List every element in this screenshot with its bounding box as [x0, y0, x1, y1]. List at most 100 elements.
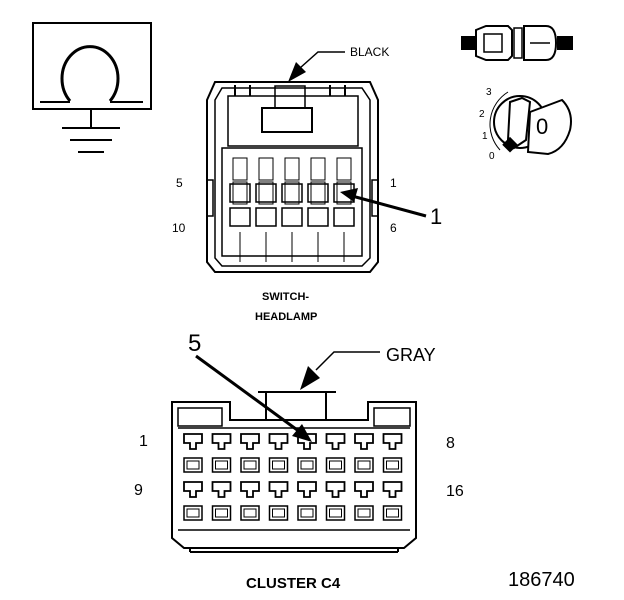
switch-pin-left-top: 5 — [176, 176, 183, 190]
ground-symbol-icon — [32, 22, 152, 153]
cluster-cavity-keyed — [211, 433, 232, 450]
cluster-cavity-inner — [243, 460, 257, 470]
cluster-cavity-keyed — [354, 433, 374, 450]
switch-cavity-latch — [284, 181, 300, 205]
cluster-pin-left-top: 1 — [139, 433, 148, 450]
switch-headlamp-connector — [206, 81, 379, 273]
cluster-cavity — [268, 457, 289, 473]
cluster-cavity — [268, 505, 289, 521]
connector-plug-icon — [461, 25, 573, 61]
cluster-cavity-keyed — [297, 481, 317, 498]
cluster-cavity-inner — [272, 460, 285, 470]
cluster-c4-connector — [171, 391, 417, 553]
switch-cavity-latch — [310, 181, 326, 205]
switch-cavity-grid — [229, 157, 355, 262]
cluster-cavity-keyed — [268, 481, 289, 498]
black-wire-arrowhead — [288, 62, 306, 82]
switch-callout-number: 1 — [430, 204, 443, 229]
switch-cavity — [281, 207, 303, 227]
cluster-cavity-keyed — [240, 433, 260, 450]
switch-wire-color: BLACK — [350, 45, 390, 59]
switch-cavity-latch — [336, 157, 352, 181]
cluster-cavity — [240, 457, 260, 473]
cluster-pin-left-bottom: 9 — [134, 482, 143, 499]
cluster-cavity-keyed — [382, 433, 403, 450]
switch-cavity — [255, 183, 277, 203]
figure-number: 186740 — [508, 569, 575, 591]
cluster-cavity-keyed — [382, 481, 403, 498]
gray-wire-leader — [315, 351, 380, 371]
switch-cavity — [255, 207, 277, 227]
cluster-pin-right-top: 8 — [446, 435, 455, 452]
cluster-cavity-keyed — [211, 481, 232, 498]
cluster-cavity-keyed — [240, 481, 260, 498]
cluster-cavity-keyed — [183, 433, 203, 450]
switch-cavity — [281, 183, 303, 203]
cluster-cavity-inner — [386, 460, 399, 470]
switch-cavity — [333, 207, 355, 227]
cluster-cavity — [297, 505, 317, 521]
ignition-position-3: 3 — [486, 87, 492, 98]
cluster-cavity-inner — [215, 508, 228, 518]
cluster-cavity-inner — [329, 508, 342, 518]
cluster-cavity — [354, 457, 374, 473]
cluster-cavity — [240, 505, 260, 521]
cluster-cavity-inner — [357, 508, 371, 518]
cluster-cavity-inner — [186, 508, 200, 518]
cluster-callout-number: 5 — [188, 330, 202, 357]
key-label: 0 — [536, 114, 549, 139]
cluster-cavity-inner — [386, 508, 399, 518]
switch-cavity — [307, 183, 329, 203]
cluster-cavity — [382, 457, 403, 473]
black-wire-leader — [299, 51, 345, 69]
cluster-cavity-inner — [272, 508, 285, 518]
cluster-cavity-inner — [300, 508, 314, 518]
switch-name-line1: SWITCH- — [262, 291, 310, 303]
cluster-cavity — [297, 457, 317, 473]
switch-cavity-latch — [310, 157, 326, 181]
switch-cavity-latch — [258, 157, 274, 181]
cluster-cavity — [183, 457, 203, 473]
cluster-cavity-keyed — [325, 481, 346, 498]
switch-pin-left-bottom: 10 — [172, 221, 186, 235]
cluster-cavity-inner — [243, 508, 257, 518]
ignition-key-icon — [489, 91, 572, 156]
cluster-callout-arrow — [195, 354, 301, 434]
ignition-position-0: 0 — [489, 151, 495, 162]
cluster-wire-color: GRAY — [386, 345, 436, 365]
switch-cavity — [229, 207, 251, 227]
cluster-cavity-keyed — [354, 481, 374, 498]
cluster-name: CLUSTER C4 — [246, 575, 341, 592]
switch-cavity-latch — [258, 181, 274, 205]
switch-pin-right-bottom: 6 — [390, 221, 397, 235]
switch-name-line2: HEADLAMP — [255, 311, 318, 323]
cluster-cavity-inner — [186, 460, 200, 470]
ignition-position-2: 2 — [479, 109, 485, 120]
cluster-cavity-inner — [329, 460, 342, 470]
cluster-cavity — [325, 457, 346, 473]
switch-cavity-latch — [232, 157, 248, 181]
ignition-position-1: 1 — [482, 131, 488, 142]
cluster-cavity-keyed — [325, 433, 346, 450]
switch-cavity-latch — [232, 181, 248, 205]
cluster-cavity-keyed — [183, 481, 203, 498]
cluster-cavity-grid — [183, 433, 403, 521]
cluster-cavity — [211, 457, 232, 473]
cluster-cavity-inner — [215, 460, 228, 470]
cluster-cavity-inner — [357, 460, 371, 470]
cluster-cavity — [183, 505, 203, 521]
cluster-cavity — [325, 505, 346, 521]
gray-wire-arrowhead — [300, 366, 320, 390]
cluster-cavity-keyed — [297, 433, 317, 450]
cluster-cavity — [354, 505, 374, 521]
cluster-pin-right-bottom: 16 — [446, 483, 464, 500]
switch-cavity-latch — [284, 157, 300, 181]
switch-callout-arrow — [351, 194, 427, 218]
switch-callout-arrowhead — [340, 188, 358, 202]
cluster-callout-arrowhead — [292, 424, 312, 442]
switch-cavity — [229, 183, 251, 203]
cluster-cavity — [382, 505, 403, 521]
cluster-cavity-inner — [300, 460, 314, 470]
switch-cavity — [307, 207, 329, 227]
